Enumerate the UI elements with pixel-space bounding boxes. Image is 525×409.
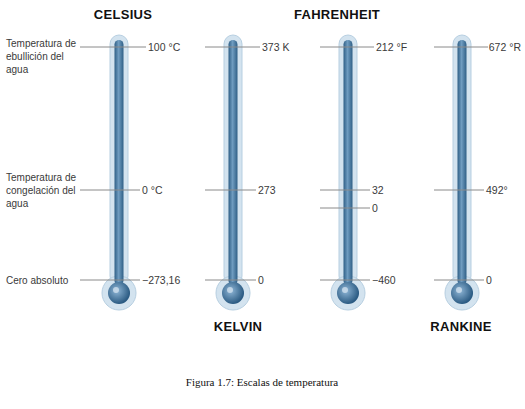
- scale-value: 0: [258, 274, 264, 286]
- scale-value: −460: [372, 274, 396, 286]
- scale-value: 0: [486, 274, 492, 286]
- scale-value: 0 °C: [142, 184, 163, 196]
- thermometer-halo: [453, 35, 471, 285]
- bulb-highlight: [456, 287, 462, 293]
- scale-value: −273,16: [142, 274, 180, 286]
- thermometer-halo: [224, 35, 242, 285]
- scale-title: KELVIN: [214, 321, 263, 333]
- scale-value: 0: [372, 202, 378, 214]
- reference-label: Temperatura de congelación del agua: [6, 171, 80, 210]
- thermometer-bulb: [222, 282, 244, 304]
- scale-value: 273: [258, 184, 276, 196]
- scale-title: FAHRENHEIT: [294, 9, 380, 21]
- thermometer-halo: [339, 35, 357, 285]
- scale-title: RANKINE: [430, 321, 491, 333]
- scale-value: 373 K: [262, 41, 289, 53]
- thermometer-halo: [110, 35, 128, 285]
- thermometer-bulb: [108, 282, 130, 304]
- scale-title: CELSIUS: [94, 9, 152, 21]
- scale-value: 100 °C: [148, 41, 180, 53]
- thermometer-tube: [115, 40, 124, 285]
- bulb-highlight: [227, 287, 233, 293]
- thermometer-bulb: [451, 282, 473, 304]
- thermometer-bulb: [337, 282, 359, 304]
- thermometer-tube: [229, 40, 238, 285]
- thermometer-tube: [344, 40, 353, 285]
- scale-value: 32: [372, 184, 384, 196]
- figure-caption: Figura 1.7: Escalas de temperatura: [186, 376, 338, 388]
- thermometer-tube: [458, 40, 467, 285]
- scale-value: 492°: [486, 184, 508, 196]
- reference-label: Cero absoluto: [6, 274, 80, 287]
- scale-value: 672 °R: [489, 41, 521, 53]
- reference-label: Temperatura de ebullición del agua: [6, 37, 80, 76]
- bulb-highlight: [113, 287, 119, 293]
- scale-value: 212 °F: [376, 41, 407, 53]
- bulb-highlight: [342, 287, 348, 293]
